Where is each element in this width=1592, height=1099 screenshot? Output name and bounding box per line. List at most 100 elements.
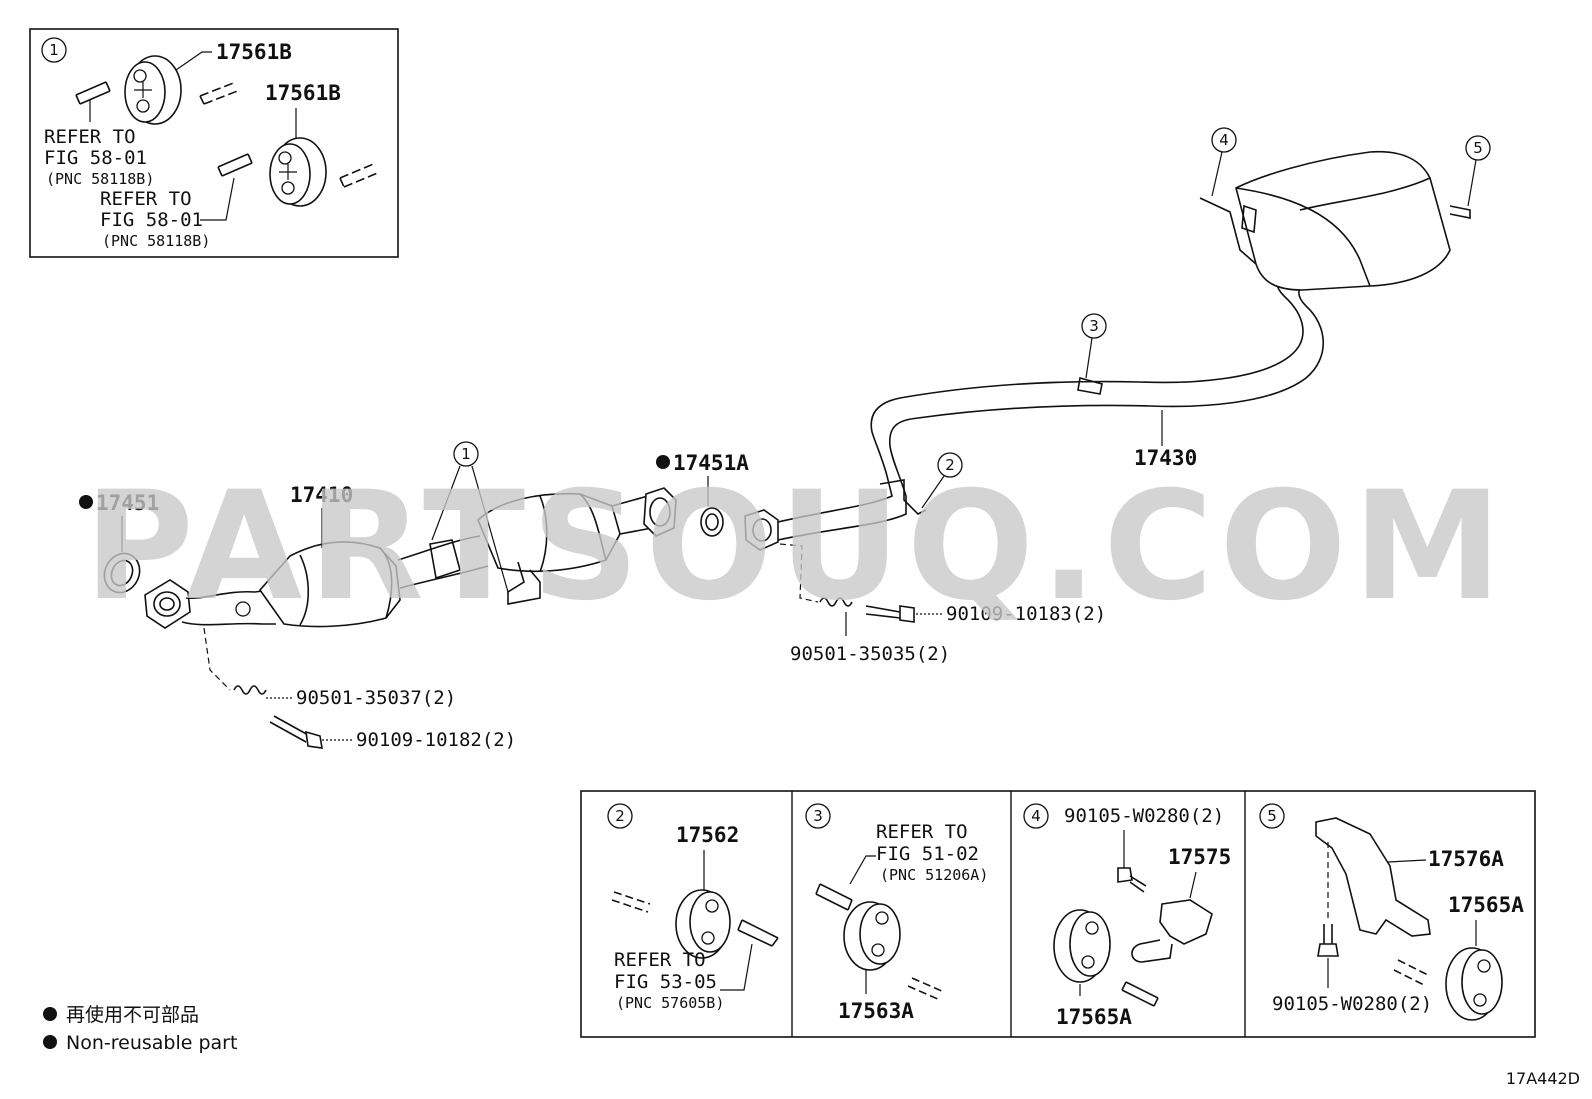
inset-2-number[interactable]: 2 bbox=[615, 807, 625, 825]
callout-3-circle bbox=[1081, 313, 1107, 339]
bolt-left-label[interactable]: 90109-10182(2) bbox=[356, 729, 516, 751]
callout-4[interactable]: 4 bbox=[1219, 131, 1229, 149]
callout-4-leader bbox=[1211, 151, 1223, 197]
inset-4-bolt bbox=[1117, 867, 1147, 893]
non-reusable-dot-17451 bbox=[79, 495, 93, 509]
rear-of-converter-pipe-lower bbox=[619, 527, 653, 535]
inset-4-bolt-label[interactable]: 90105-W0280(2) bbox=[1064, 805, 1224, 827]
inset-1-refer-b-line2[interactable]: FIG 58-01 bbox=[100, 209, 203, 231]
mid-pipe-lower bbox=[399, 565, 489, 589]
inset-3-refer-line1: REFER TO bbox=[876, 821, 968, 843]
label-17451[interactable]: 17451 bbox=[96, 491, 159, 515]
inset-1-refer-b-line3: (PNC 58118B) bbox=[102, 232, 210, 250]
inset-5-hanger-label[interactable]: 17565A bbox=[1448, 893, 1524, 917]
mid-pipe-hanger-rod bbox=[429, 539, 461, 580]
inset-1-part-b-label[interactable]: 17561B bbox=[265, 81, 341, 105]
inset-1-part-a-label[interactable]: 17561B bbox=[216, 40, 292, 64]
inset-1-frame bbox=[29, 28, 399, 258]
inset-3: 3 REFER TO FIG 51-02 (PNC 51206A) 17563A bbox=[805, 803, 988, 1023]
bottom-insets-frame bbox=[580, 790, 1536, 1038]
muffler bbox=[1199, 150, 1471, 291]
spring-right bbox=[819, 597, 853, 607]
inset-2-part-label[interactable]: 17562 bbox=[676, 823, 739, 847]
inset-4: 4 90105-W0280(2) 17575 17565A bbox=[1023, 803, 1231, 1029]
inset-1-refer-a-line1: REFER TO bbox=[44, 126, 136, 148]
inset-1-refer-b-line1: REFER TO bbox=[100, 188, 192, 210]
inset-3-hanger bbox=[843, 901, 901, 971]
spring-left bbox=[233, 685, 267, 695]
callout-1[interactable]: 1 bbox=[461, 445, 471, 463]
gasket-17451A bbox=[700, 507, 724, 537]
callout-2[interactable]: 2 bbox=[945, 456, 955, 474]
inset-5-bracket bbox=[1315, 817, 1431, 937]
rear-of-converter-pipe-upper bbox=[611, 495, 649, 507]
inset-2-refer-line3: (PNC 57605B) bbox=[616, 994, 724, 1012]
spring-right-label[interactable]: 90501-35035(2) bbox=[790, 643, 950, 665]
inset-5-bolt bbox=[1317, 924, 1339, 957]
bottom-insets: 2 17562 REFER TO FIG 53-05 (PNC 57605B) … bbox=[580, 790, 1536, 1038]
inset-1-pipe-stubs bbox=[75, 81, 381, 188]
front-pipe-flange bbox=[144, 579, 191, 629]
spring-left-label[interactable]: 90501-35037(2) bbox=[296, 687, 456, 709]
non-reusable-dot-17451A bbox=[656, 455, 670, 469]
mid-pipe-upper bbox=[397, 535, 481, 561]
inset-2-hanger bbox=[675, 889, 731, 959]
callout-5-circle bbox=[1465, 135, 1491, 161]
o2-sensor-boss bbox=[235, 601, 251, 617]
inset-3-number[interactable]: 3 bbox=[813, 807, 823, 825]
inset-1-hanger-b bbox=[269, 137, 327, 207]
inset-1-refer-a-line2[interactable]: FIG 58-01 bbox=[44, 147, 147, 169]
inset-1-refer-a-line3: (PNC 58118B) bbox=[46, 170, 154, 188]
inset-5: 5 17576A 90105-W0280(2) 17565A bbox=[1259, 803, 1524, 1021]
inset-1: 1 17561B 17561B bbox=[29, 28, 399, 258]
inset-4-bracket-label[interactable]: 17575 bbox=[1168, 845, 1231, 869]
inset-1-leader-refer-b bbox=[200, 177, 235, 221]
left-dash-leader bbox=[203, 627, 231, 691]
inset-2: 2 17562 REFER TO FIG 53-05 (PNC 57605B) bbox=[607, 803, 779, 1012]
inset-5-bracket-leader bbox=[1387, 859, 1427, 863]
inset-4-hanger bbox=[1053, 909, 1111, 983]
inset-2-refer-leader bbox=[720, 943, 753, 991]
callout-5[interactable]: 5 bbox=[1473, 139, 1483, 157]
callout-5-leader bbox=[1467, 159, 1477, 207]
inset-5-bolt-label[interactable]: 90105-W0280(2) bbox=[1272, 993, 1432, 1015]
diagram-code: 17A442D bbox=[1506, 1069, 1580, 1088]
inset-3-refer-leader bbox=[849, 855, 876, 885]
inset-2-refer-line2[interactable]: FIG 53-05 bbox=[614, 971, 717, 993]
inset-1-number-circle bbox=[41, 37, 67, 63]
callout-3[interactable]: 3 bbox=[1089, 317, 1099, 335]
inset-2-refer-line1: REFER TO bbox=[614, 949, 706, 971]
gasket-17451 bbox=[103, 552, 141, 594]
converter-hanger-bracket bbox=[507, 561, 541, 605]
main-assembly: 90501-35037(2) 90109-10182(2) 90501-3503… bbox=[79, 127, 1491, 751]
callout-4-circle bbox=[1211, 127, 1237, 153]
bolt-left bbox=[269, 715, 323, 749]
callout-2-circle bbox=[937, 452, 963, 478]
inset-4-hanger-label[interactable]: 17565A bbox=[1056, 1005, 1132, 1029]
callout-1-circle bbox=[453, 441, 479, 467]
inset-3-part-label[interactable]: 17563A bbox=[838, 999, 914, 1023]
bolt-right bbox=[865, 605, 915, 623]
inset-1-leader-a bbox=[175, 51, 212, 71]
callout-3-leader bbox=[1085, 337, 1093, 379]
legend: 再使用不可部品 Non-reusable part bbox=[43, 1004, 237, 1054]
inset-5-number[interactable]: 5 bbox=[1267, 807, 1277, 825]
callout-2-leader bbox=[921, 475, 945, 509]
inset-3-refer-line2[interactable]: FIG 51-02 bbox=[876, 843, 979, 865]
legend-dot-english bbox=[43, 1035, 57, 1049]
label-17430[interactable]: 17430 bbox=[1134, 446, 1197, 470]
inset-5-bracket-label[interactable]: 17576A bbox=[1428, 847, 1504, 871]
catalytic-converter-17410 bbox=[258, 541, 401, 628]
label-17451A[interactable]: 17451A bbox=[673, 451, 749, 475]
label-17410[interactable]: 17410 bbox=[290, 483, 353, 507]
front-pipe-lower bbox=[181, 621, 276, 626]
tail-pipe-17430 bbox=[744, 265, 1325, 551]
bolt-right-label[interactable]: 90109-10183(2) bbox=[946, 603, 1106, 625]
watermark: PARTSOUQ.COM bbox=[84, 460, 1508, 634]
inset-3-refer-line3: (PNC 51206A) bbox=[880, 866, 988, 884]
inset-1-number[interactable]: 1 bbox=[49, 41, 59, 59]
legend-english: Non-reusable part bbox=[66, 1032, 237, 1054]
inset-4-number[interactable]: 4 bbox=[1031, 807, 1041, 825]
